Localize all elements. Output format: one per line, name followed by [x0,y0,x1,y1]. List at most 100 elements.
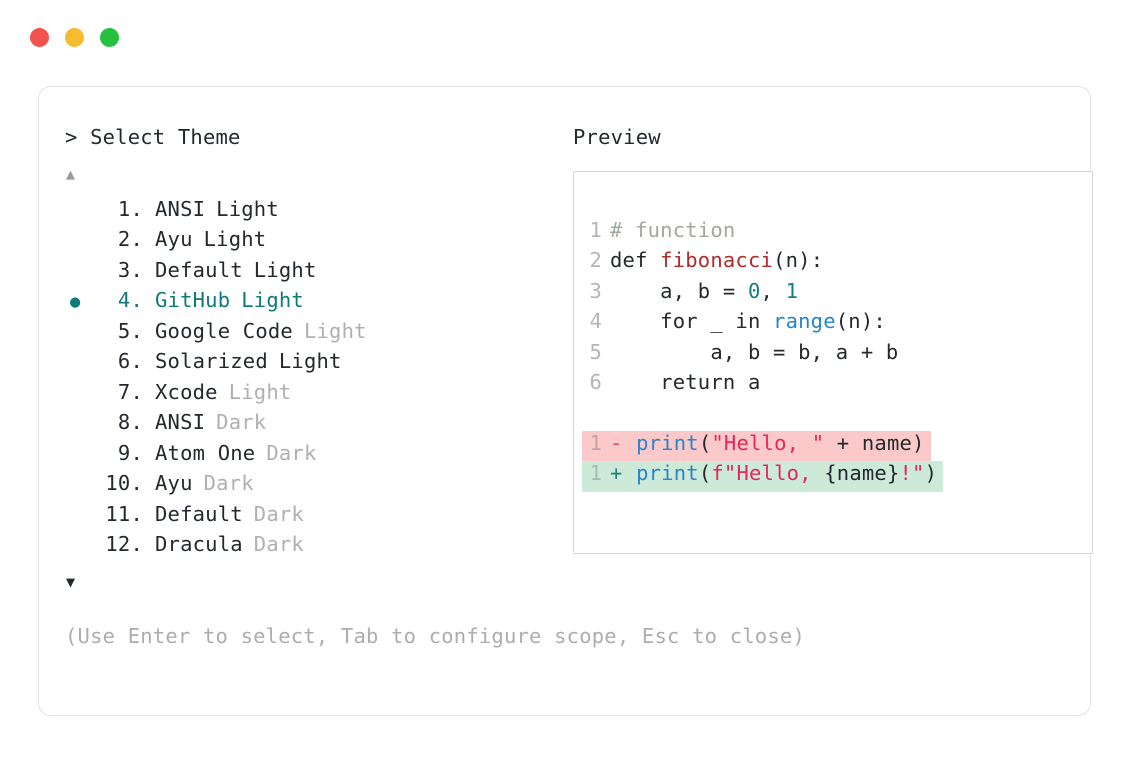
code-token: 1 [785,278,799,303]
code-token: a, b = b, a + b [610,339,899,364]
line-number: 2 [589,248,602,272]
code-token [624,431,637,455]
code-line-text: for _ in range(n): [610,309,886,333]
code-token: , [760,278,786,303]
code-line: 5 a, b = b, a + b [582,340,898,371]
scroll-up-icon[interactable]: ▲ [66,164,76,183]
theme-variant: Light [303,318,367,343]
code-spacer [582,401,1092,431]
diff-block: 1- print("Hello, " + name)1+ print(f"Hel… [582,430,1092,492]
theme-name: ANSI [155,410,206,434]
code-line-text: a, b = b, a + b [610,340,898,364]
code-line-text: return a [610,370,761,394]
line-number: 6 [589,370,602,394]
keyboard-hint: (Use Enter to select, Tab to configure s… [65,623,805,648]
theme-name: Ayu [155,227,193,251]
theme-name: Dracula [155,532,243,556]
code-token: "Hello, " [711,430,825,455]
scroll-down-icon[interactable]: ▼ [66,572,76,591]
theme-list-item[interactable]: 12. Dracula Dark [65,532,545,563]
maximize-window-button[interactable] [100,28,119,47]
code-token: a, b = [610,278,748,303]
theme-list-item[interactable]: ● 4. GitHub Light [65,288,545,319]
code-token: return a [610,370,761,394]
theme-list-item[interactable]: 3. Default Light [65,258,545,289]
theme-index: 9. [117,440,143,465]
theme-index: 3. [117,257,143,282]
code-line: 1# function [582,218,735,249]
close-window-button[interactable] [30,28,49,47]
theme-variant: Light [253,257,317,282]
code-token: range [773,309,836,333]
theme-name: Atom One [155,440,256,465]
theme-index: 10. [105,471,143,495]
theme-index: 5. [117,318,143,343]
theme-variant: Dark [216,410,267,434]
diff-minus-icon: - [610,430,623,455]
theme-variant: Light [278,349,342,373]
code-token: ( [698,430,712,455]
theme-variant: Light [216,196,279,221]
theme-variant: Light [203,227,267,251]
line-number: 3 [589,278,602,303]
diff-line-text: print(f"Hello, {name}!") [624,461,938,485]
theme-name: Xcode [155,379,218,404]
code-token: ( [698,461,712,485]
theme-index: 1. [117,196,143,221]
diff-line-text: print("Hello, " + name) [624,431,925,455]
line-number: 1 [589,430,602,455]
theme-name: Google Code [155,318,293,343]
selected-bullet-icon: ● [70,292,81,312]
code-token: for _ in [610,309,774,333]
theme-list-item[interactable]: 5. Google Code Light [65,319,545,350]
theme-variant: Light [241,288,304,312]
line-number: 4 [589,309,602,333]
code-token: ) [924,461,938,485]
code-token: + name) [824,430,925,455]
theme-index: 6. [117,349,143,373]
minimize-window-button[interactable] [65,28,84,47]
theme-name: Default [155,257,243,282]
theme-variant: Dark [203,471,254,495]
theme-variant: Light [228,379,292,404]
theme-list-item[interactable]: 6. Solarized Light [65,349,545,380]
window-traffic-lights [30,28,119,47]
code-token: print [636,430,699,455]
code-token: !" [899,461,925,485]
preview-title: Preview [573,125,661,149]
theme-index: 8. [117,410,143,434]
theme-index: 12. [105,532,143,556]
code-token [624,461,637,485]
code-line: 4 for _ in range(n): [582,309,886,340]
code-token: 0 [747,278,761,303]
theme-variant: Dark [253,532,304,556]
diff-added-line: 1+ print(f"Hello, {name}!") [582,461,944,492]
theme-name: GitHub [155,288,231,312]
code-token: (n): [835,309,886,333]
code-line: 6 return a [582,370,761,401]
theme-name: Default [155,501,243,526]
code-line-text: def fibonacci(n): [610,248,823,272]
theme-index: 2. [117,227,143,251]
theme-list-item[interactable]: 9. Atom One Dark [65,441,545,472]
code-token: # function [610,217,736,242]
theme-name: Solarized [155,349,268,373]
theme-index: 11. [105,501,143,526]
page-title: > Select Theme [65,125,241,149]
theme-variant: Dark [266,440,317,465]
theme-list-item[interactable]: 2. Ayu Light [65,227,545,258]
diff-removed-line: 1- print("Hello, " + name) [582,430,931,461]
diff-plus-icon: + [610,461,623,485]
theme-index: 4. [117,288,143,312]
code-line-text: a, b = 0, 1 [610,279,798,303]
theme-list-item[interactable]: 8. ANSI Dark [65,410,545,441]
